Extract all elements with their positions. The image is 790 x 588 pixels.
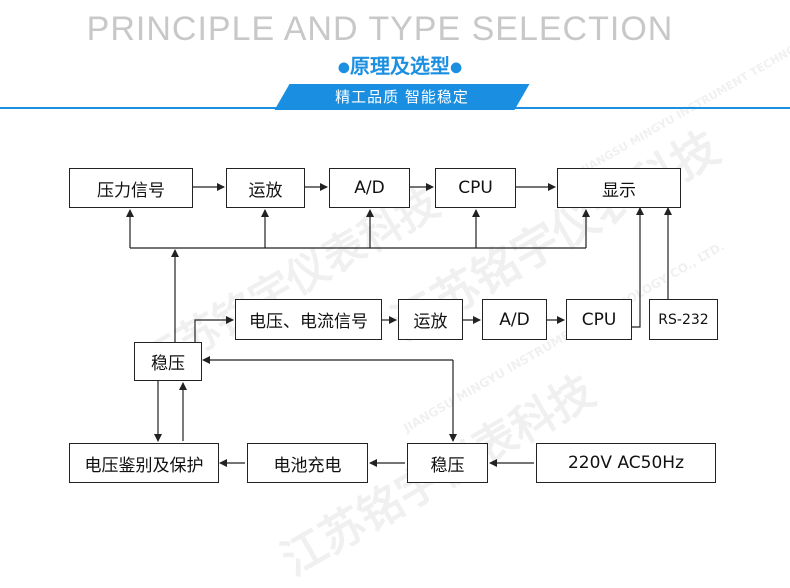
cpu-box-2: CPU <box>566 299 632 340</box>
power-input-box: 220V AC50Hz <box>536 443 716 483</box>
regulator-box: 稳压 <box>134 342 202 381</box>
bullet-dot: ● <box>337 59 350 76</box>
display-box: 显示 <box>557 168 681 208</box>
voltage-current-signal-box: 电压、电流信号 <box>235 299 382 340</box>
diagram-wires <box>126 183 672 467</box>
amplifier-box-2: 运放 <box>398 299 463 340</box>
pressure-signal-box: 压力信号 <box>69 168 193 208</box>
bullet-dot: ● <box>450 59 463 76</box>
cpu-box: CPU <box>435 168 516 208</box>
slogan-text: 精工品质 智能稳定 <box>335 88 469 106</box>
ad-converter-box-2: A/D <box>482 299 547 340</box>
rs232-box: RS-232 <box>649 299 718 340</box>
page-title-en: PRINCIPLE AND TYPE SELECTION <box>86 10 674 48</box>
amplifier-box: 运放 <box>226 168 305 208</box>
ad-converter-box: A/D <box>329 168 410 208</box>
voltage-protection-box: 电压鉴别及保护 <box>69 443 219 483</box>
page-title-cn: ●原理及选型● <box>0 50 790 79</box>
page-title-cn-text: 原理及选型 <box>350 54 450 78</box>
battery-charging-box: 电池充电 <box>247 443 368 483</box>
regulator-box-2: 稳压 <box>407 443 488 483</box>
